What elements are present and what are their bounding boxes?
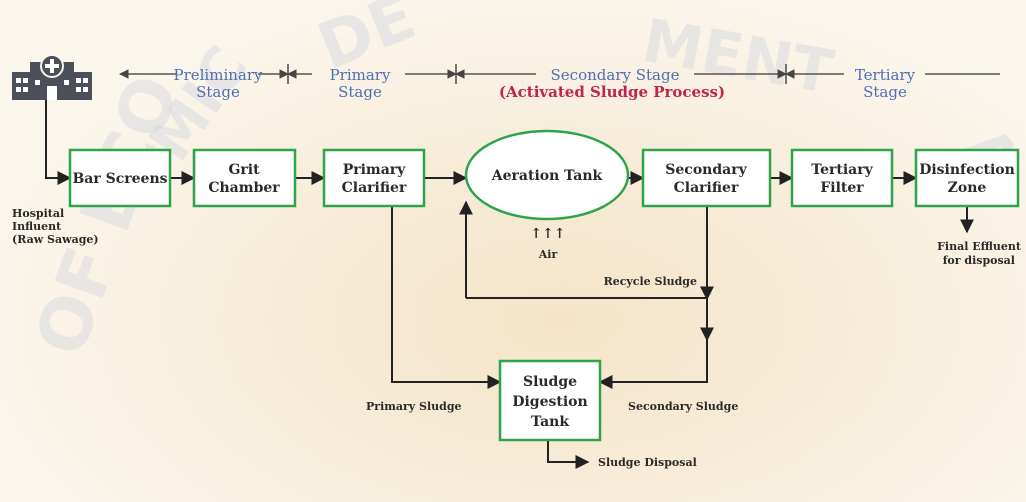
stage-tertiary-line-2: Stage <box>863 83 907 101</box>
primary-sludge-label: Primary Sludge <box>366 400 462 413</box>
stage-secondary-line-1: Secondary Stage <box>551 66 680 84</box>
influent-line-2: Influent <box>12 220 62 233</box>
unit-aeration-tank: Aeration Tank <box>464 129 630 221</box>
unit-disinfection-zone: Disinfection Zone <box>914 148 1020 208</box>
final-effluent-line-2: for disposal <box>943 254 1015 267</box>
unit-grit-chamber: Grit Chamber <box>192 148 297 208</box>
final-effluent-label: Final Effluent for disposal <box>937 240 1022 267</box>
stage-tertiary-label: Tertiary Stage <box>855 66 916 101</box>
bar-screens-box <box>68 148 172 208</box>
stage-secondary-label: Secondary Stage (Activated Sludge Proces… <box>499 66 725 101</box>
influent-line-1: Hospital <box>12 207 64 220</box>
tertiary-filter-box <box>790 148 894 208</box>
disinfection-zone-line-1: Disinfection <box>919 162 1015 178</box>
grit-chamber-line-2: Chamber <box>208 180 280 196</box>
influent-line-3: (Raw Sawage) <box>12 233 99 246</box>
grit-chamber-box <box>192 148 297 208</box>
sludge-disposal-label: Sludge Disposal <box>598 456 697 469</box>
grit-chamber-line-1: Grit <box>228 162 260 178</box>
unit-secondary-clarifier: Secondary Clarifier <box>641 148 772 208</box>
hospital-icon <box>12 54 92 100</box>
stage-tertiary-line-1: Tertiary <box>855 66 916 84</box>
air-label: Air <box>538 248 558 261</box>
primary-clarifier-line-2: Clarifier <box>342 180 407 196</box>
influent-label: Hospital Influent (Raw Sawage) <box>12 207 99 246</box>
unit-tertiary-filter: Tertiary Filter <box>790 148 894 208</box>
stage-preliminary-line-1: Preliminary <box>173 66 263 84</box>
stage-preliminary-label: Preliminary Stage <box>173 66 263 101</box>
tertiary-filter-line-1: Tertiary <box>811 162 873 178</box>
aeration-tank-label: Aeration Tank <box>491 168 603 184</box>
aeration-tank-ellipse <box>464 129 630 221</box>
stage-bracket-line <box>119 64 1000 84</box>
recycle-sludge-label: Recycle Sludge <box>604 275 697 288</box>
primary-clarifier-box <box>322 148 426 208</box>
stage-secondary-subtitle: (Activated Sludge Process) <box>499 83 725 101</box>
sludge-digestion-line-3: Tank <box>531 414 569 430</box>
secondary-clarifier-box <box>641 148 772 208</box>
air-arrows-icon: ↑↑↑ <box>530 226 565 242</box>
secondary-sludge-label: Secondary Sludge <box>628 400 738 413</box>
secondary-clarifier-line-2: Clarifier <box>674 180 739 196</box>
tertiary-filter-line-2: Filter <box>820 180 864 196</box>
primary-clarifier-line-1: Primary <box>343 162 406 178</box>
sludge-digestion-line-1: Sludge <box>523 374 577 390</box>
final-effluent-line-1: Final Effluent <box>937 240 1022 253</box>
secondary-clarifier-line-1: Secondary <box>665 162 747 178</box>
sludge-digestion-tank-box <box>498 359 602 442</box>
stage-primary-line-2: Stage <box>338 83 382 101</box>
stage-preliminary-line-2: Stage <box>196 83 240 101</box>
disinfection-zone-line-2: Zone <box>948 180 987 196</box>
unit-primary-clarifier: Primary Clarifier <box>322 148 426 208</box>
unit-sludge-digestion-tank: Sludge Digestion Tank <box>498 359 602 442</box>
sludge-digestion-line-2: Digestion <box>512 394 587 410</box>
stage-primary-line-1: Primary <box>330 66 391 84</box>
flow-connectors <box>45 100 974 469</box>
stage-primary-label: Primary Stage <box>330 66 391 101</box>
bar-screens-label: Bar Screens <box>72 171 167 187</box>
disinfection-zone-box <box>914 148 1020 208</box>
unit-bar-screens: Bar Screens <box>68 148 172 208</box>
